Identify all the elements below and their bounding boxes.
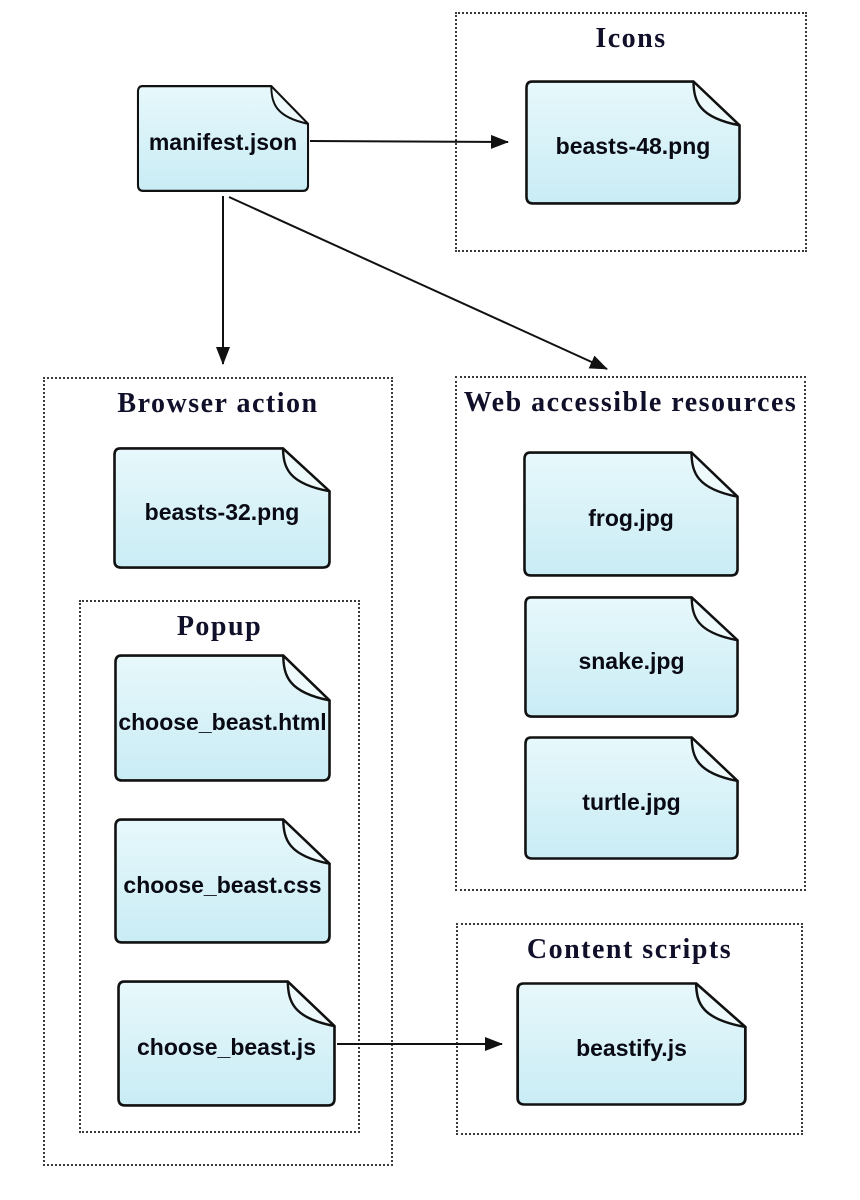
document-icon xyxy=(524,596,739,718)
group-popup: Popup xyxy=(79,600,360,1133)
file-label: choose_beast.js xyxy=(137,1034,316,1060)
group-title-popup: Popup xyxy=(176,611,263,642)
file-node-beasts-32-png: beasts-32.png xyxy=(112,446,332,570)
file-node-choose-beast-css: choose_beast.css xyxy=(113,817,332,945)
file-node-snake-jpg: snake.jpg xyxy=(523,595,740,719)
document-icon xyxy=(524,736,739,860)
group-content-scripts: Content scripts xyxy=(456,923,803,1135)
document-icon xyxy=(114,818,331,944)
file-label: choose_beast.css xyxy=(123,871,322,898)
document-icon xyxy=(113,447,331,569)
group-title-web-accessible-resources: Web accessible resources xyxy=(463,387,798,418)
document-icon xyxy=(525,80,741,205)
file-label: frog.jpg xyxy=(588,504,674,531)
file-node-choose-beast-html: choose_beast.html xyxy=(113,653,332,783)
file-node-beastify-js: beastify.js xyxy=(515,981,748,1107)
group-title-browser-action: Browser action xyxy=(117,388,319,419)
file-label: turtle.jpg xyxy=(582,788,681,815)
document-icon xyxy=(523,451,739,577)
document-icon xyxy=(516,982,747,1106)
file-label: beastify.js xyxy=(576,1034,687,1061)
file-node-manifest-json: manifest.json xyxy=(136,84,310,193)
group-title-icons: Icons xyxy=(595,23,667,54)
file-label: snake.jpg xyxy=(578,647,685,674)
file-node-choose-beast-js: choose_beast.js xyxy=(116,979,337,1108)
file-node-turtle-jpg: turtle.jpg xyxy=(523,735,740,861)
group-browser-action: Browser action xyxy=(43,377,393,1166)
file-label: choose_beast.html xyxy=(118,708,327,735)
document-icon xyxy=(136,85,310,192)
document-icon xyxy=(114,654,331,782)
group-web-accessible-resources: Web accessible resources xyxy=(455,376,806,891)
file-label: beasts-32.png xyxy=(144,498,300,525)
group-title-content-scripts: Content scripts xyxy=(526,934,733,965)
file-node-beasts-48-png: beasts-48.png xyxy=(524,79,742,206)
file-label: beasts-48.png xyxy=(555,133,711,159)
file-node-frog-jpg: frog.jpg xyxy=(522,450,740,578)
group-icons: Icons xyxy=(455,12,807,252)
file-label: manifest.json xyxy=(148,129,298,155)
document-icon xyxy=(117,980,336,1107)
